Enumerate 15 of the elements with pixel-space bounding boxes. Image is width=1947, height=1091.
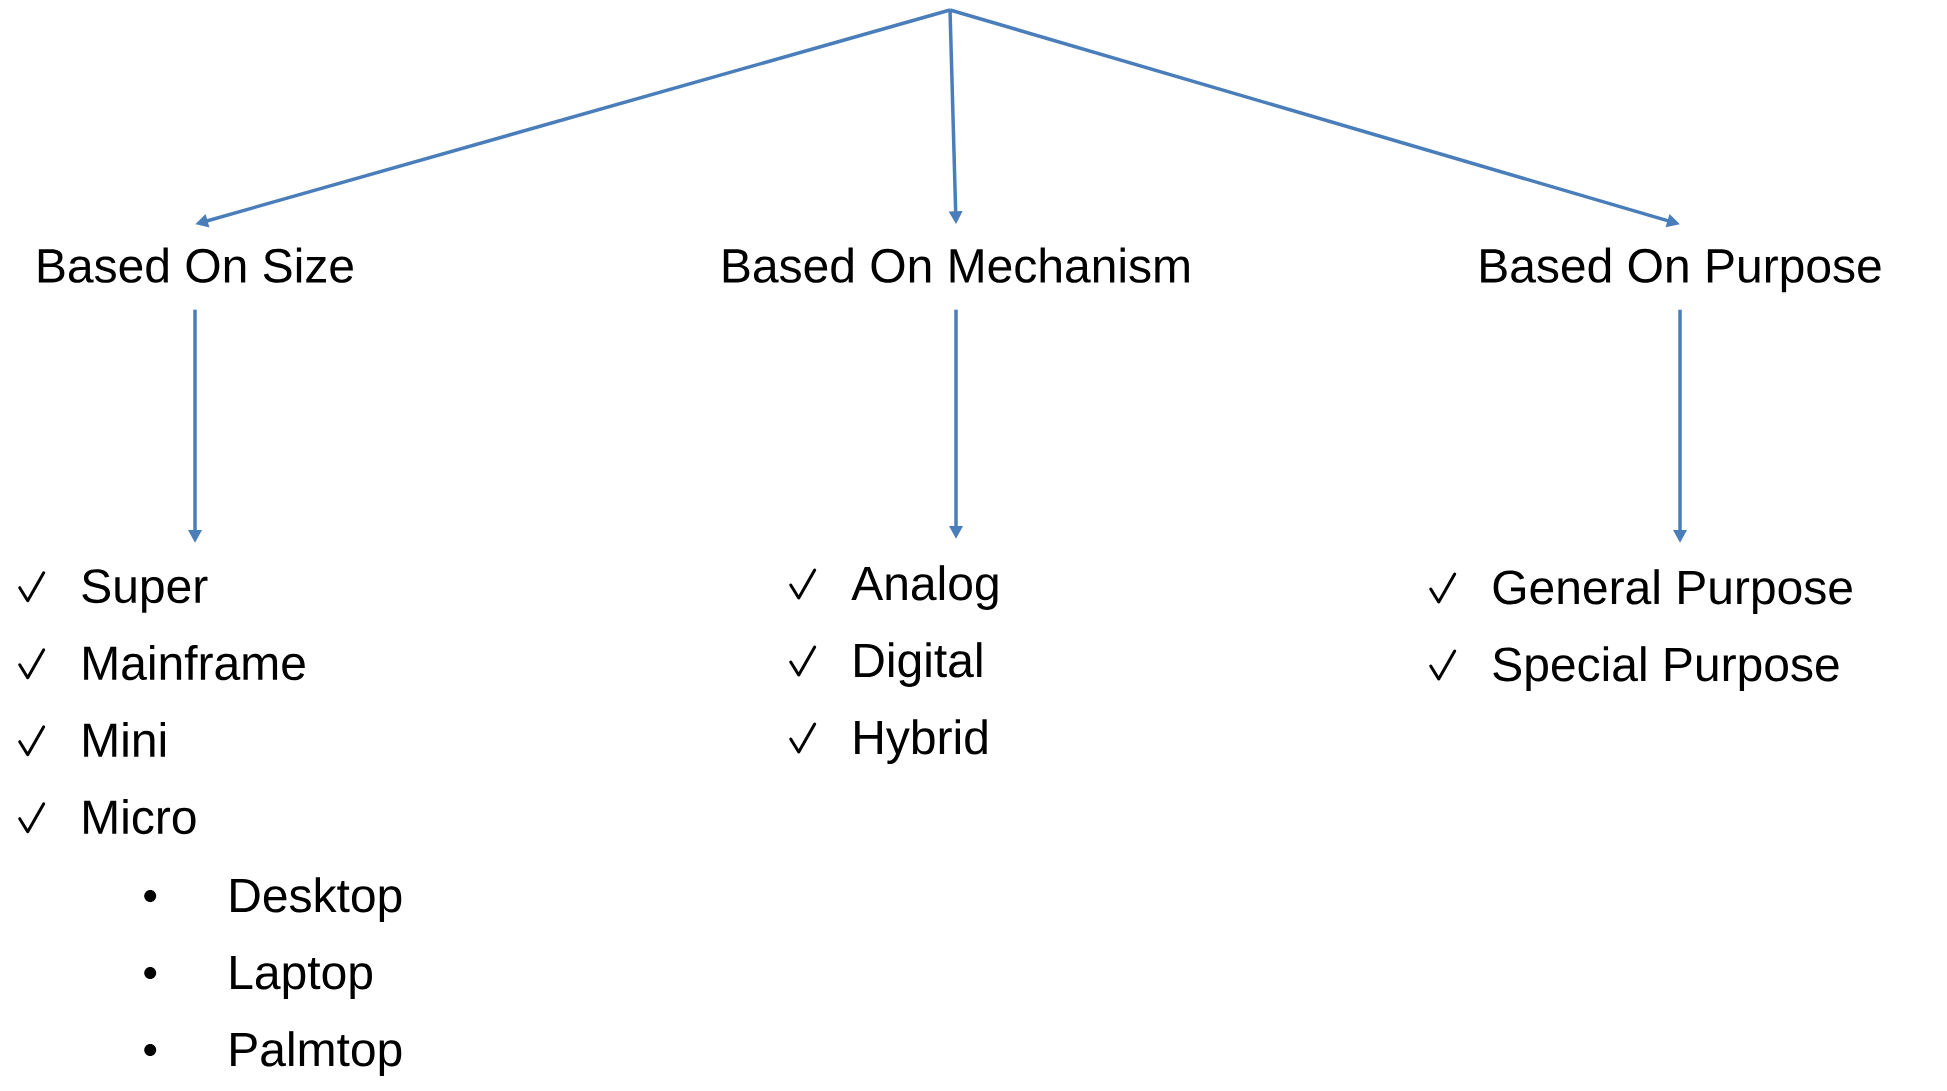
list-item: Hybrid <box>855 719 987 764</box>
list-item: Digital <box>855 642 982 687</box>
list-item: Mainframe <box>84 644 305 681</box>
heading: Based On Size <box>38 247 353 283</box>
list-item: Micro <box>84 798 196 835</box>
list-item: Palmtop <box>231 1031 402 1076</box>
list-item: Desktop <box>231 877 402 922</box>
list-item: Laptop <box>231 955 372 999</box>
heading: Based On Purpose <box>1481 247 1881 293</box>
list-item: Mini <box>84 721 165 757</box>
list-item: Super <box>82 569 208 613</box>
list-item: Analog <box>851 565 998 610</box>
heading: Based On Mechanism <box>723 247 1189 283</box>
list-item: General Purpose <box>1493 569 1852 614</box>
list-item: Special Purpose <box>1493 646 1839 691</box>
